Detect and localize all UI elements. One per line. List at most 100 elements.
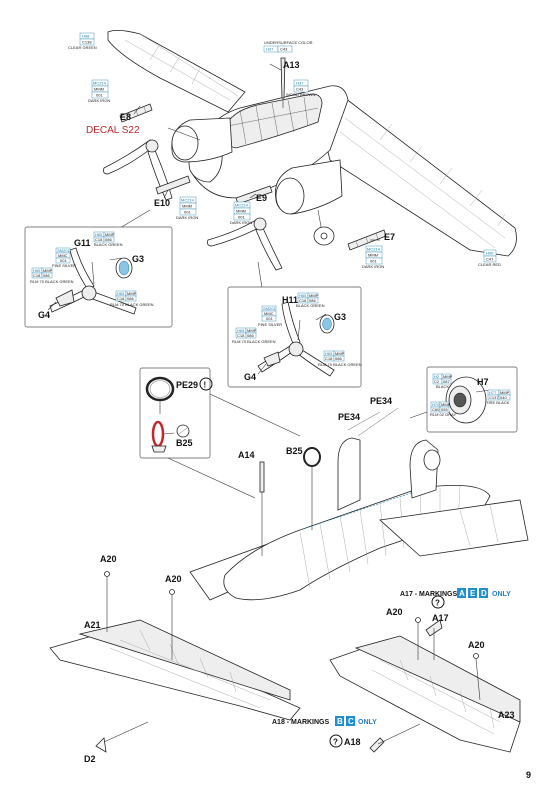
svg-text:SM201: SM201 bbox=[263, 306, 276, 311]
part-label-e8: E8 bbox=[120, 112, 131, 122]
aircraft-top-view bbox=[103, 30, 517, 289]
svg-text:C18: C18 bbox=[299, 298, 307, 303]
part-label-h11: H11 bbox=[282, 295, 298, 305]
svg-text:MMP: MMP bbox=[443, 374, 453, 379]
part-label-a20: A20 bbox=[468, 640, 485, 650]
part-label-a21: A21 bbox=[84, 620, 101, 630]
part-label-a14: A14 bbox=[238, 450, 255, 460]
part-label-g4: G4 bbox=[244, 372, 256, 382]
marking-note-a17: A17 - MARKINGS A E D ONLY bbox=[400, 588, 511, 598]
svg-text:MMM: MMM bbox=[368, 253, 378, 258]
svg-text:RLM 70 BLACK GREEN: RLM 70 BLACK GREEN bbox=[110, 302, 154, 307]
svg-text:C138: C138 bbox=[82, 40, 92, 45]
part-label-a23: A23 bbox=[498, 710, 515, 720]
paint-callout-g11-rlm70: H65 MMP C18 086 RLM 70 BLACK GREEN bbox=[30, 267, 74, 284]
part-label-a20: A20 bbox=[165, 574, 182, 584]
svg-text:C2: C2 bbox=[434, 379, 440, 384]
paint-callout-undersurface: UNDERSURFACE COLOR H37 C43 bbox=[263, 40, 313, 53]
svg-text:H65: H65 bbox=[33, 268, 41, 273]
svg-text:H37: H37 bbox=[266, 47, 274, 52]
svg-text:055: 055 bbox=[441, 407, 448, 412]
part-label-g3: G3 bbox=[334, 312, 346, 322]
svg-text:001: 001 bbox=[266, 316, 273, 321]
part-label-h7: H7 bbox=[477, 377, 489, 387]
part-label-e9: E9 bbox=[256, 193, 267, 203]
svg-text:087: 087 bbox=[443, 379, 450, 384]
svg-text:A: A bbox=[459, 589, 465, 598]
paint-callout-wood-brown: H37 C43 WOOD BROWN bbox=[286, 79, 315, 97]
svg-text:RLM 02 GRAY: RLM 02 GRAY bbox=[430, 412, 456, 417]
svg-text:MC214: MC214 bbox=[367, 247, 381, 252]
svg-text:MC214: MC214 bbox=[181, 198, 195, 203]
svg-text:H65: H65 bbox=[117, 291, 125, 296]
svg-text:H65: H65 bbox=[95, 232, 103, 237]
part-label-pe34: PE34 bbox=[370, 396, 392, 406]
svg-text:C43: C43 bbox=[280, 47, 288, 52]
svg-text:MMM: MMM bbox=[94, 87, 104, 92]
detail-box-h11-propeller bbox=[227, 286, 362, 388]
paint-callout-h11-fine-silver: SM201 MMC 001 FINE SILVER bbox=[258, 305, 282, 327]
svg-text:?: ? bbox=[435, 599, 440, 608]
paint-callout-clear-green: H98 C138 CLEAR GREEN bbox=[68, 32, 97, 50]
svg-text:C43: C43 bbox=[296, 87, 304, 92]
svg-text:MMP: MMP bbox=[247, 328, 257, 333]
svg-text:FINE SILVER: FINE SILVER bbox=[258, 322, 282, 327]
paint-callout-h7-tire-black: H77 MMP C137 040 TIRE BLACK bbox=[486, 389, 511, 405]
svg-text:H37: H37 bbox=[296, 81, 304, 86]
svg-text:040: 040 bbox=[500, 395, 507, 400]
paint-callout-g11-fine-silver: SM201 MMC 001 FINE SILVER bbox=[52, 247, 76, 268]
svg-text:RLM 70 BLACK GREEN: RLM 70 BLACK GREEN bbox=[232, 339, 276, 344]
svg-text:WOOD BROWN: WOOD BROWN bbox=[286, 92, 315, 97]
part-label-pe34: PE34 bbox=[338, 412, 360, 422]
svg-text:DARK IRON: DARK IRON bbox=[230, 220, 252, 225]
svg-text:C18: C18 bbox=[95, 237, 103, 242]
paint-callout-h7-rlm02: H70 MMP C60 055 RLM 02 GRAY bbox=[430, 401, 456, 417]
part-label-e7: E7 bbox=[384, 232, 395, 242]
svg-text:D: D bbox=[481, 589, 487, 598]
svg-text:MMM: MMM bbox=[236, 209, 246, 214]
svg-text:E: E bbox=[470, 589, 476, 598]
part-label-a20: A20 bbox=[386, 607, 403, 617]
paint-callout-h7-black: H2 MMP C2 087 BLACK bbox=[432, 373, 453, 389]
fuselage-rear-assembly bbox=[189, 407, 529, 601]
paint-callout-dark-iron-e8: MC214 MMM 001 DARK IRON bbox=[88, 79, 110, 103]
svg-text:DARK IRON: DARK IRON bbox=[176, 215, 198, 220]
svg-text:086: 086 bbox=[105, 237, 112, 242]
svg-text:MMM: MMM bbox=[182, 204, 192, 209]
svg-text:?: ? bbox=[333, 738, 338, 747]
svg-text:DARK IRON: DARK IRON bbox=[362, 264, 384, 269]
svg-text:BLACK GREEN: BLACK GREEN bbox=[296, 303, 325, 308]
part-label-a20: A20 bbox=[100, 554, 117, 564]
part-label-g11: G11 bbox=[74, 238, 91, 248]
part-label-a13: A13 bbox=[283, 60, 300, 70]
svg-text:!: ! bbox=[204, 381, 207, 390]
svg-text:H65: H65 bbox=[325, 351, 333, 356]
svg-text:MC214: MC214 bbox=[93, 81, 107, 86]
svg-text:C: C bbox=[348, 717, 354, 726]
svg-text:MMC: MMC bbox=[58, 253, 68, 258]
svg-text:H65: H65 bbox=[299, 293, 307, 298]
svg-text:MC214: MC214 bbox=[235, 203, 249, 208]
svg-text:H90: H90 bbox=[486, 251, 494, 256]
wing-section-right: ? ? bbox=[329, 595, 521, 753]
paint-callout-dark-iron-e9: MC214 MMM 001 DARK IRON bbox=[230, 201, 252, 225]
svg-text:086: 086 bbox=[309, 298, 316, 303]
paint-callout-g11-black-green: H65 MMP C18 086 BLACK GREEN bbox=[93, 231, 123, 247]
svg-text:C18: C18 bbox=[325, 356, 333, 361]
paint-callout-dark-iron-e10: MC214 MMM 001 DARK IRON bbox=[176, 196, 198, 220]
svg-text:MMP: MMP bbox=[441, 402, 451, 407]
paint-callout-h11-rlm70: H65 MMP C18 086 RLM 70 BLACK GREEN bbox=[232, 327, 276, 344]
svg-text:001: 001 bbox=[238, 215, 245, 220]
svg-text:C137: C137 bbox=[489, 395, 499, 400]
svg-text:086: 086 bbox=[127, 296, 134, 301]
svg-text:MMP: MMP bbox=[500, 390, 510, 395]
paint-callout-dark-iron-e7: MC214 MMM 001 DARK IRON bbox=[362, 245, 384, 269]
part-label-b25: B25 bbox=[176, 438, 193, 448]
svg-text:001: 001 bbox=[60, 258, 67, 263]
svg-text:ONLY: ONLY bbox=[492, 591, 511, 598]
paint-callout-h11-rlm70-b: H65 MMP C18 086 RLM 70 BLACK GREEN bbox=[318, 350, 362, 367]
svg-text:H98: H98 bbox=[82, 34, 90, 39]
svg-text:C60: C60 bbox=[432, 407, 440, 412]
